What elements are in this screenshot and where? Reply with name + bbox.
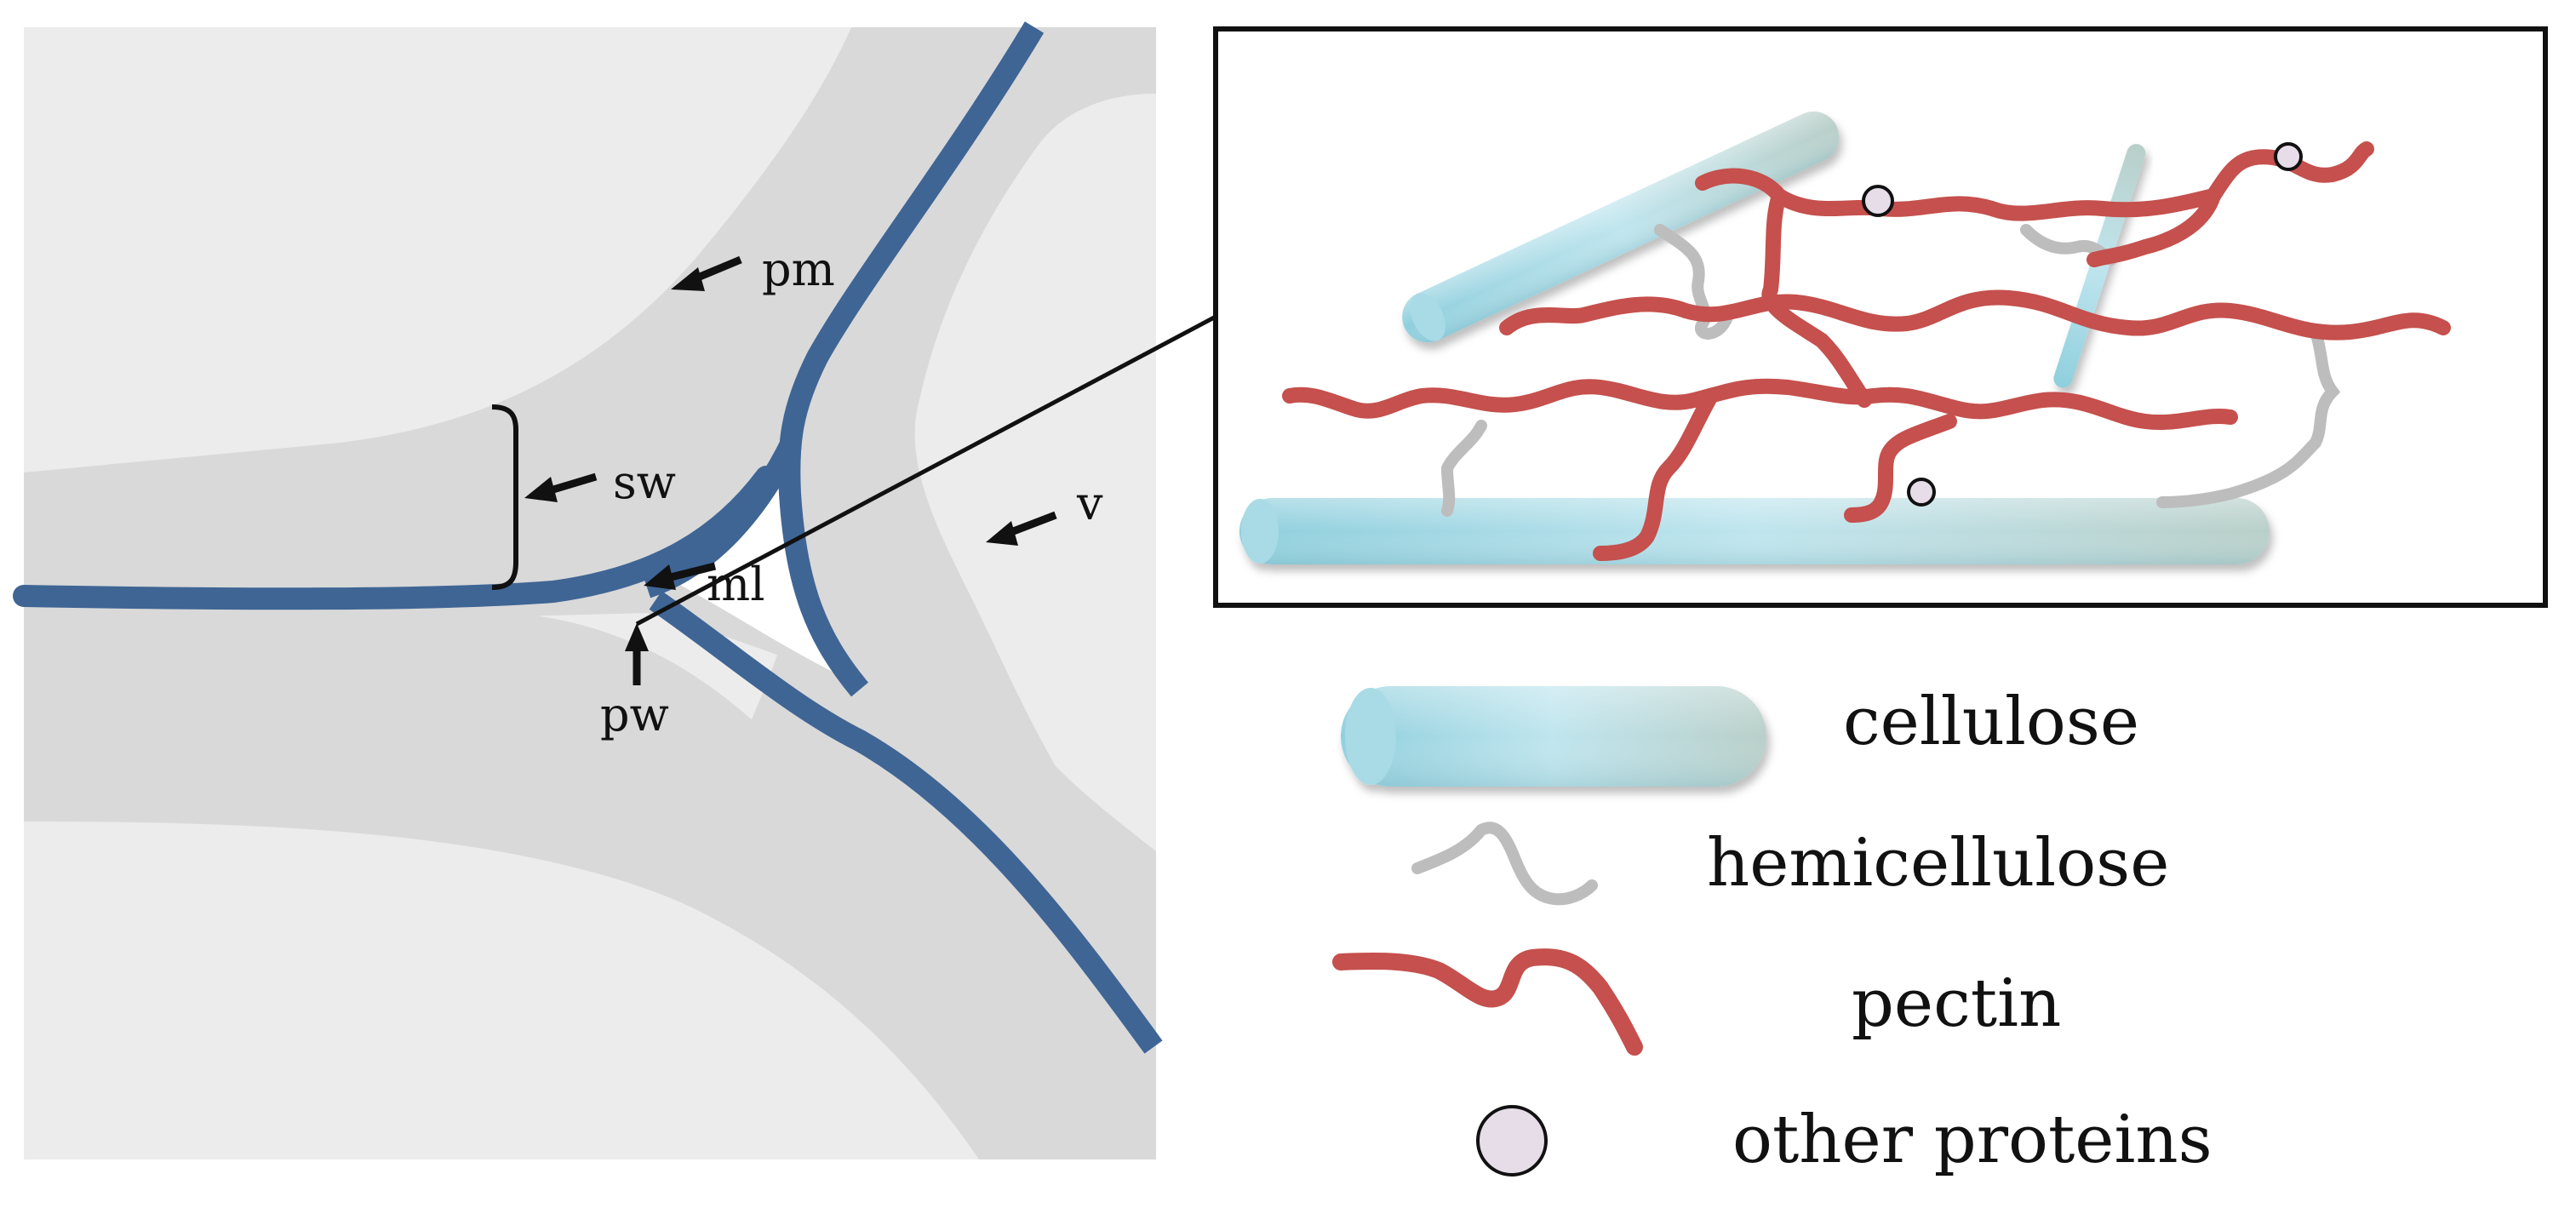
wall-composition-inset	[1213, 26, 2548, 608]
legend-cellulose-swatch	[1341, 686, 1766, 787]
right-cell-vacuole	[914, 94, 1156, 851]
label-pw: pw	[600, 688, 669, 741]
legend-other-proteins-label: other proteins	[1732, 1102, 2212, 1178]
label-v: v	[1076, 477, 1103, 530]
label-ml: ml	[707, 558, 764, 611]
arrow-ml	[644, 562, 717, 590]
cell-junction-diagram: pm sw ml pw v	[13, 21, 1163, 1159]
zoom-connector-line	[635, 314, 1217, 627]
legend-pectin-swatch	[1332, 948, 1643, 1056]
inset-hemicellulose	[1440, 224, 2341, 517]
inset-proteins	[1862, 142, 2303, 507]
label-pm: pm	[762, 243, 835, 296]
cell-wall-left	[13, 466, 777, 610]
legend-cellulose-label: cellulose	[1843, 684, 2139, 760]
legend: cellulose hemicellulose pectin other pro…	[1332, 684, 2212, 1178]
arrow-v	[986, 511, 1057, 546]
arrow-pw	[625, 623, 649, 685]
arrow-sw	[524, 472, 598, 502]
label-sw: sw	[613, 455, 676, 509]
legend-hemicellulose-label: hemicellulose	[1707, 825, 2169, 902]
legend-pectin-label: pectin	[1852, 965, 2061, 1042]
legend-protein-swatch	[1476, 1105, 1548, 1177]
cell-wall-upper	[778, 21, 1045, 697]
inset-cellulose-bottom	[1239, 498, 2270, 564]
legend-hemicellulose-swatch	[1411, 822, 1598, 906]
lower-cell-vacuole	[24, 822, 979, 1159]
cell-wall-lower	[649, 591, 1163, 1054]
arrow-pm	[671, 255, 742, 291]
sw-bracket	[491, 404, 518, 590]
